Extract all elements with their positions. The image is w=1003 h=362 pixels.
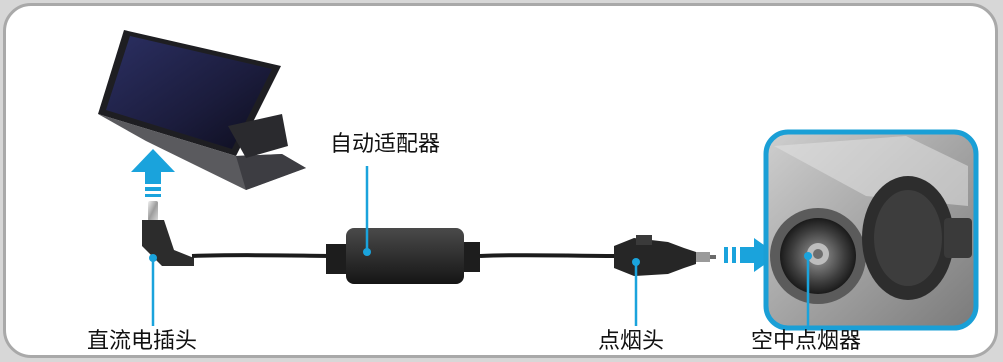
laptop-illustration xyxy=(98,30,306,190)
adapter-illustration xyxy=(326,228,480,284)
laptop-screen xyxy=(106,36,272,149)
cable-to-cigarette-plug xyxy=(479,253,617,258)
dc-plug-illustration xyxy=(142,201,337,266)
label-dc-plug: 直流电插头 xyxy=(87,329,198,354)
up-arrow-icon xyxy=(131,149,175,197)
diagram-frame: 自动适配器 直流电插头 点烟头 空中点烟器 xyxy=(3,3,998,358)
laptop-keyboard xyxy=(228,114,288,158)
cable-to-adapter xyxy=(191,253,337,258)
cigarette-plug-illustration xyxy=(614,235,716,276)
label-adapter: 自动适配器 xyxy=(330,132,441,157)
diagram-canvas xyxy=(98,30,979,331)
label-cigarette-plug: 点烟头 xyxy=(598,329,665,354)
callout-lines xyxy=(149,166,812,326)
adapter-body xyxy=(346,228,464,284)
car-socket-panel xyxy=(763,129,979,331)
label-car-lighter: 空中点烟器 xyxy=(751,329,862,354)
